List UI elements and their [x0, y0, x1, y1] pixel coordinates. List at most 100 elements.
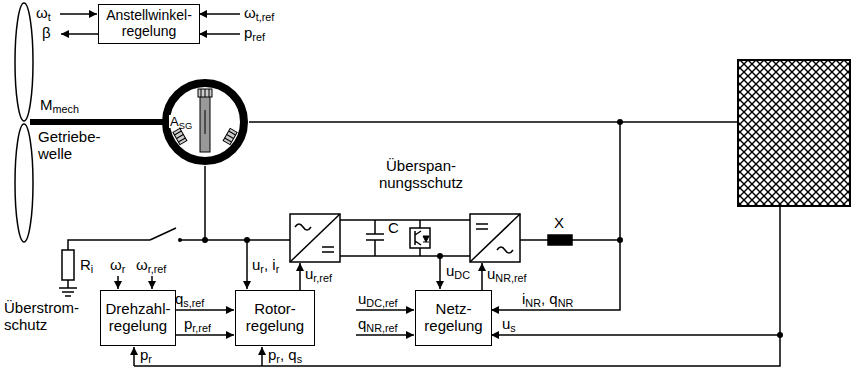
- symbol-base: u: [502, 315, 510, 332]
- signal-name: Ri: [80, 257, 93, 274]
- symbol-subscript: r,ref: [192, 322, 211, 334]
- gear-shaft: [30, 119, 166, 125]
- signal-arrow: [151, 276, 153, 289]
- converter-symbol: [290, 214, 340, 262]
- signal-arrow: [199, 33, 240, 35]
- symbol-subscript: t: [48, 11, 51, 23]
- signal-name: ωt: [36, 5, 51, 22]
- node-text: Rotor- regelung: [239, 301, 311, 335]
- dc-symbol: [322, 247, 334, 252]
- symbol-subscript: t,ref: [256, 11, 275, 23]
- symbol-subscript: DC: [454, 269, 470, 281]
- stator-coil: [198, 89, 212, 97]
- part-name: Überspan- nungsschutz: [356, 158, 486, 192]
- ac-symbol: [497, 247, 513, 253]
- chopper-symbol: [410, 228, 430, 248]
- converter-symbol: [470, 214, 520, 262]
- symbol-subscript: s: [510, 322, 515, 334]
- symbol-base: R: [80, 256, 91, 273]
- signal-name: qs,ref: [175, 291, 204, 308]
- part-name: Überstrom- schutz: [4, 300, 92, 334]
- converter-diagonal: [470, 214, 520, 262]
- coil-body: [198, 89, 212, 97]
- symbol-base: q: [549, 290, 557, 307]
- symbol-subscript: r: [122, 263, 126, 275]
- node-text: Netz- regelung: [419, 301, 488, 335]
- coil-winding: [176, 135, 183, 139]
- symbol-subscript: r,ref: [313, 272, 332, 284]
- symbol-base: ω: [36, 4, 48, 21]
- signal-name: ωt,ref: [244, 5, 274, 22]
- symbol-base: q: [175, 290, 183, 307]
- signal-name: ur, ir: [252, 257, 279, 274]
- coil-winding: [229, 131, 236, 135]
- symbol-subscript: r: [148, 353, 152, 365]
- coil-winding: [227, 135, 234, 139]
- signal-arrow: [356, 334, 414, 336]
- node-text: ASG: [169, 115, 193, 128]
- rotor-axis: [205, 110, 206, 134]
- stator-coil: [223, 128, 237, 144]
- dc-link: [340, 220, 470, 256]
- symbol-base: ω: [244, 4, 256, 21]
- coil-winding: [174, 131, 181, 135]
- signal-connector: [176, 334, 234, 336]
- signal-arrow: [481, 263, 483, 290]
- coil-winding: [201, 89, 202, 97]
- measurement-arrow: [439, 256, 441, 289]
- symbol-base: p: [184, 315, 192, 332]
- ac-symbol: [295, 224, 311, 230]
- rotor-bar: [200, 92, 210, 152]
- junction-dot: [617, 237, 623, 243]
- signal-arrow: [199, 13, 240, 15]
- symbol-subscript: i: [91, 263, 93, 275]
- node-text: Drehzahl- regelung: [104, 301, 172, 335]
- signal-name: us: [502, 316, 516, 333]
- capacitor-symbol: [366, 220, 384, 256]
- grid-symbol: [738, 60, 850, 206]
- symbol-base: p: [140, 346, 148, 363]
- coil-winding: [178, 138, 185, 142]
- symbol-base: u: [487, 265, 495, 282]
- ground-symbol: [59, 280, 77, 296]
- signal-name: pr, qs: [268, 347, 302, 364]
- converter-diagonal: [290, 214, 340, 262]
- wire: [15, 3, 850, 366]
- symbol-subscript: NR: [525, 297, 541, 309]
- signal-name: C: [388, 220, 399, 237]
- node-text: Anstellwinkel- regelung: [102, 8, 196, 39]
- signal-name: ωr: [110, 257, 125, 274]
- signal-name: Mmech: [40, 97, 79, 114]
- signal-arrow: [61, 33, 98, 35]
- symbol-base: C: [388, 219, 399, 236]
- symbol-base: ω: [110, 256, 122, 273]
- symbol-subscript: NR: [558, 297, 574, 309]
- symbol-base: q: [288, 346, 296, 363]
- measurement-arrow: [261, 347, 263, 366]
- measurement-arrow: [133, 347, 135, 366]
- symbol-base: u: [446, 262, 454, 279]
- symbol-subscript: mech: [53, 103, 79, 115]
- symbol-subscript: NR,ref: [495, 272, 526, 284]
- control-box: Anstellwinkel- regelung: [98, 4, 200, 44]
- control-box: Rotor- regelung: [235, 290, 315, 346]
- rotor-line: [205, 166, 290, 240]
- symbol-base: u: [305, 265, 313, 282]
- coil-winding: [209, 89, 210, 97]
- diode-symbol: [423, 236, 429, 242]
- junction-dot: [777, 332, 783, 338]
- rotor-blade: [15, 124, 33, 242]
- symbol-base: A: [170, 114, 179, 129]
- coil-winding: [225, 138, 232, 142]
- symbol-subscript: r: [260, 263, 264, 275]
- symbol-base: i: [522, 290, 525, 307]
- symbol-subscript: r,ref: [148, 263, 167, 275]
- signal-name: X: [554, 215, 564, 232]
- symbol-base: p: [268, 346, 276, 363]
- switch-blade: [150, 228, 176, 240]
- symbol-base: X: [554, 214, 564, 231]
- rotor-line: [180, 239, 205, 241]
- control-box: Netz- regelung: [415, 290, 492, 346]
- symbol-base: p: [244, 24, 252, 41]
